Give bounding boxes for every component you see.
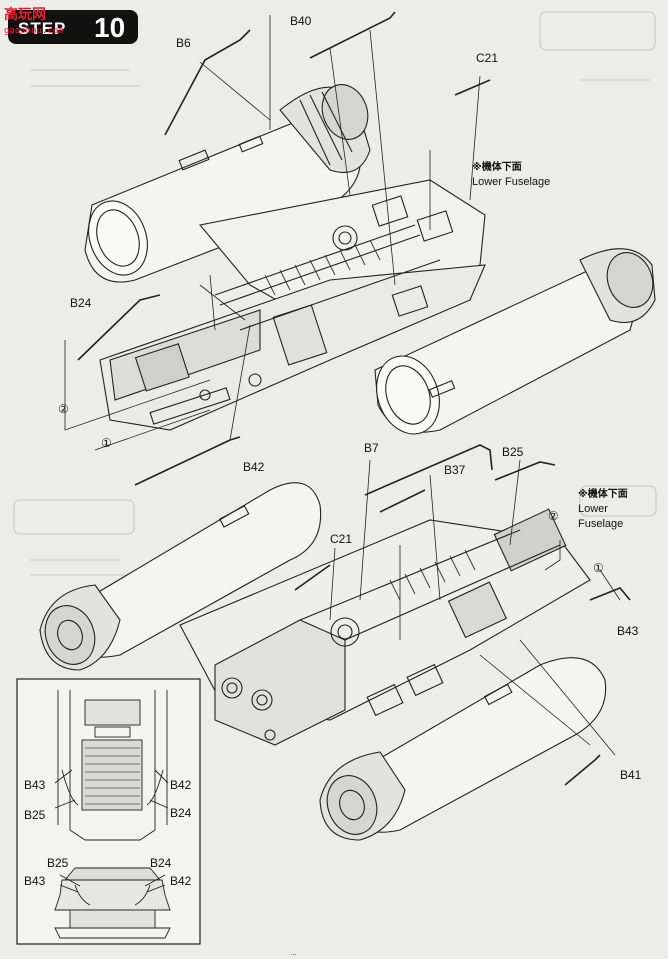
label-b6: B6 (176, 36, 191, 50)
inset2-label-b42: B42 (170, 874, 192, 888)
step-word: STEP (18, 19, 67, 38)
marker-1-bottom: ① (593, 561, 604, 575)
bottom-central-body (179, 508, 591, 746)
label-b41: B41 (620, 768, 642, 782)
label-b7: B7 (364, 441, 379, 455)
inset1-label-b43: B43 (24, 778, 46, 792)
marker-2-top: ② (58, 402, 69, 416)
bottom-right-engine (319, 657, 607, 841)
page-footer: ... (290, 948, 297, 957)
label-c21-bottom: C21 (330, 532, 353, 546)
bottom-rods (294, 444, 631, 786)
label-c21-top: C21 (476, 51, 499, 65)
top-central-body (99, 179, 486, 431)
watermark-url: gaoshou.com (4, 26, 64, 36)
inset2-label-b43: B43 (24, 874, 46, 888)
note-lower-fuselage-bottom: ※機体下面 Lower Fuselage (578, 489, 628, 530)
inset1-label-b42: B42 (170, 778, 192, 792)
step-badge: STEP 10 (8, 10, 138, 44)
label-b37: B37 (444, 463, 466, 477)
bottom-leaders (329, 459, 621, 756)
inset1-label-b25: B25 (24, 808, 46, 822)
inset-top-view (54, 690, 169, 841)
top-right-engine (374, 248, 656, 435)
inset1-label-b24: B24 (170, 806, 192, 820)
inset2-label-b25: B25 (47, 856, 69, 870)
step-number: 10 (94, 12, 126, 43)
watermark-logo: 高玩网 (4, 7, 46, 23)
inset-front-view (54, 867, 171, 939)
label-b43-bottom: B43 (617, 624, 639, 638)
label-b25-bottom: B25 (502, 445, 524, 459)
bottom-left-engine (39, 482, 322, 671)
bleed-through (13, 11, 657, 576)
marker-1-top: ① (101, 436, 112, 450)
note-lower-fuselage-top: ※機体下面 Lower Fuselage (472, 162, 551, 188)
label-b42-top: B42 (243, 460, 265, 474)
marker-2-bottom: ② (548, 509, 559, 523)
label-b40: B40 (290, 14, 312, 28)
top-left-engine (84, 84, 371, 283)
inset2-label-b24: B24 (150, 856, 172, 870)
label-b24-top: B24 (70, 296, 92, 310)
top-leaders (64, 15, 481, 451)
